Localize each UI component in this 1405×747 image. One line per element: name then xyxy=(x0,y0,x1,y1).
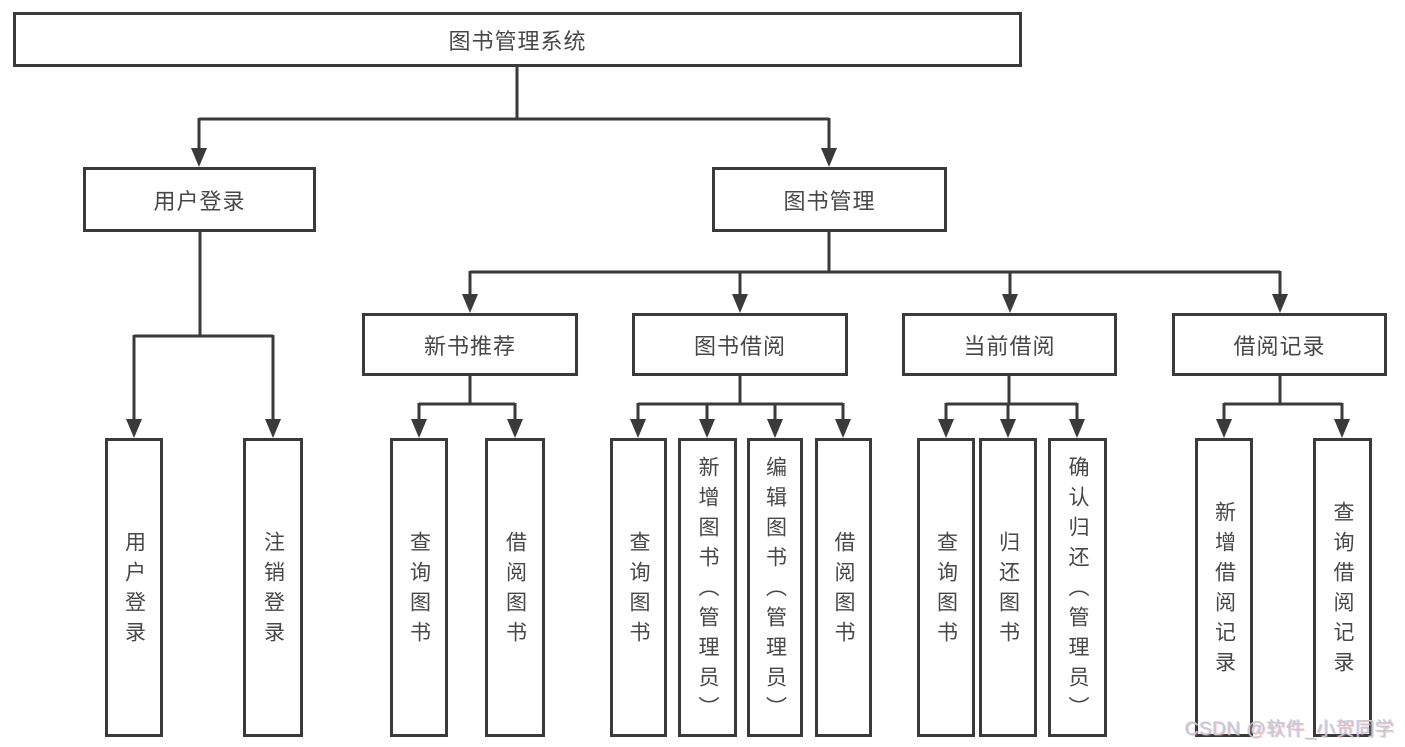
watermark: CSDN @软件_小贺同学 xyxy=(1185,719,1395,740)
node-user-login: 用户登录 xyxy=(83,167,316,232)
node-new-book-recommend: 新书推荐 xyxy=(362,313,578,376)
leaf-edit-book-admin: 编辑图书（管理员） xyxy=(747,438,803,737)
node-book-management: 图书管理 xyxy=(712,167,947,232)
leaf-query-books-recommend: 查询图书 xyxy=(390,438,448,737)
connector-borrow-records-children xyxy=(1216,376,1350,438)
leaf-query-books-borrow: 查询图书 xyxy=(610,438,667,737)
leaf-borrow-books-2: 借阅图书 xyxy=(815,438,872,737)
node-borrow-records: 借阅记录 xyxy=(1172,313,1387,376)
leaf-add-borrow-record: 新增借阅记录 xyxy=(1195,438,1253,737)
leaf-return-book: 归还图书 xyxy=(979,438,1037,737)
node-book-borrow: 图书借阅 xyxy=(632,313,848,376)
node-root: 图书管理系统 xyxy=(13,12,1022,67)
leaf-query-borrow-record: 查询借阅记录 xyxy=(1313,438,1372,737)
leaf-confirm-return-admin: 确认归还（管理员） xyxy=(1048,438,1107,737)
node-current-borrow: 当前借阅 xyxy=(902,313,1117,376)
leaf-user-login: 用户登录 xyxy=(105,438,163,737)
connector-book-borrow-children xyxy=(630,376,851,438)
connector-new-book-recommend-children xyxy=(411,376,523,438)
connector-user-login-children xyxy=(126,232,281,438)
leaf-logout: 注销登录 xyxy=(243,438,303,737)
leaf-borrow-books-recommend: 借阅图书 xyxy=(485,438,545,737)
leaf-query-books-current: 查询图书 xyxy=(917,438,975,737)
connector-current-borrow-children xyxy=(938,376,1085,438)
leaf-add-book-admin: 新增图书（管理员） xyxy=(678,438,737,737)
connector-root-to-level2 xyxy=(191,67,837,167)
connector-book-management-children xyxy=(462,232,1288,313)
